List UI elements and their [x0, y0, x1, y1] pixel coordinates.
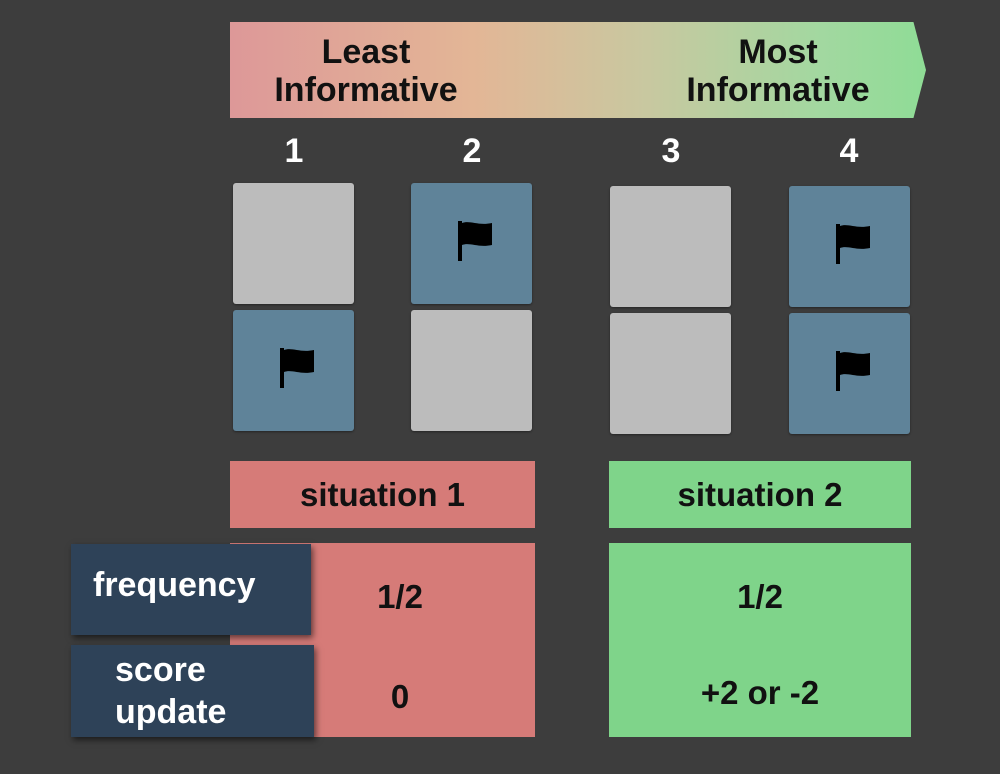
frequency-row-label: frequency [71, 544, 311, 635]
least-informative-label: Least Informative [274, 33, 458, 109]
most-informative-label: Most Informative [686, 33, 870, 109]
situation-1-score-update: 0 [390, 678, 410, 715]
tile-col2-row2 [411, 310, 532, 431]
situation-1-header: situation 1 [230, 461, 535, 528]
column-number-1: 1 [284, 132, 304, 170]
tile-col3-row1 [610, 186, 731, 307]
tile-col3-row2 [610, 313, 731, 434]
score-update-row-label: score update [71, 645, 314, 737]
flag-icon [278, 346, 318, 395]
flag-icon [834, 349, 874, 398]
situation-2-values-panel [609, 543, 911, 737]
column-number-4: 4 [839, 132, 859, 170]
score-update-label-text: score update [115, 651, 227, 731]
situation-2-score-update: +2 or -2 [700, 674, 820, 711]
situation-2-frequency: 1/2 [737, 578, 783, 615]
flag-icon [456, 219, 496, 268]
tile-col2-row1 [411, 183, 532, 304]
tile-col1-row2 [233, 310, 354, 431]
tile-col1-row1 [233, 183, 354, 304]
column-number-3: 3 [661, 132, 681, 170]
situation-1-frequency: 1/2 [377, 578, 423, 615]
situation-2-header: situation 2 [609, 461, 911, 528]
informativeness-gradient-arrow [230, 22, 926, 118]
flag-icon [834, 222, 874, 271]
tile-col4-row2 [789, 313, 910, 434]
tile-col4-row1 [789, 186, 910, 307]
frequency-label-text: frequency [93, 566, 256, 604]
column-number-2: 2 [462, 132, 482, 170]
